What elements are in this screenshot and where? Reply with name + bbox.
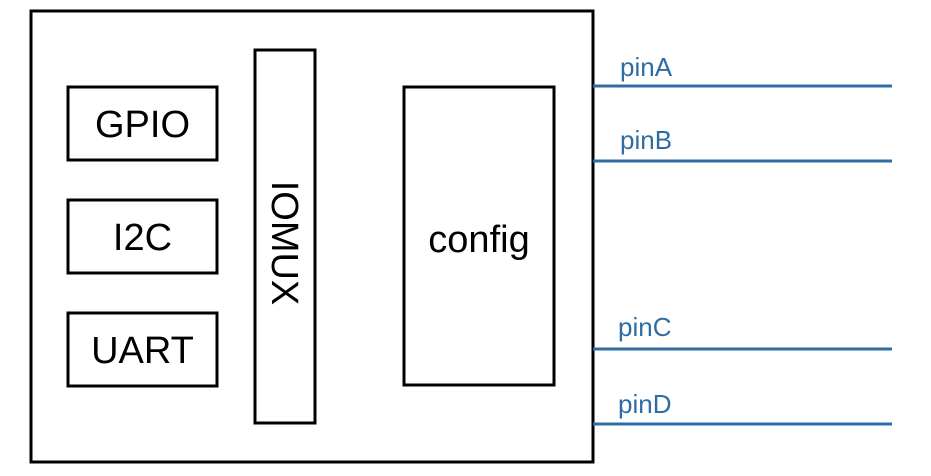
iomux-label: IOMUX: [263, 181, 305, 306]
i2c-box: [66, 198, 219, 275]
gpio-label: GPIO: [95, 104, 190, 146]
i2c-block: I2C: [66, 198, 219, 275]
iomux-block: IOMUX: [253, 48, 317, 425]
pin-c: pinC: [593, 312, 892, 351]
pin-d-label: pinD: [618, 389, 671, 419]
uart-block: UART: [66, 311, 219, 388]
config-box: [402, 85, 556, 387]
pin-c-label: pinC: [618, 312, 671, 342]
chip-outline: [29, 9, 595, 464]
uart-box: [66, 311, 219, 388]
pin-d: pinD: [593, 389, 892, 426]
pin-a-label: pinA: [620, 52, 673, 82]
pin-b-label: pinB: [620, 125, 672, 155]
uart-label: UART: [91, 330, 194, 372]
i2c-label: I2C: [113, 217, 172, 259]
pin-b: pinB: [593, 125, 892, 163]
pin-a: pinA: [593, 52, 892, 88]
iomux-box: [253, 48, 317, 425]
config-block: config: [402, 85, 556, 387]
gpio-box: [66, 85, 219, 162]
config-label: config: [428, 219, 529, 261]
gpio-block: GPIO: [66, 85, 219, 162]
